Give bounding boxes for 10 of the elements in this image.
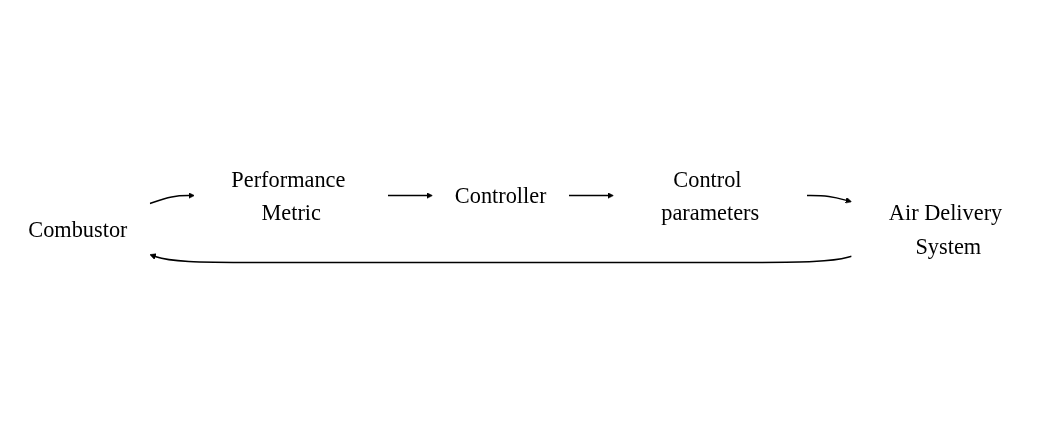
arrow: [568, 192, 614, 199]
arrow: [149, 192, 195, 204]
node-text: Performance Metric: [231, 166, 346, 225]
arrow: [149, 253, 853, 263]
node-text: Controller: [454, 182, 547, 208]
node-text: Control parameters: [661, 166, 760, 225]
node-text: Combustor: [28, 216, 128, 242]
arrow: [806, 194, 852, 204]
node-text: Air Delivery System: [888, 199, 1003, 258]
arrow: [387, 192, 433, 199]
